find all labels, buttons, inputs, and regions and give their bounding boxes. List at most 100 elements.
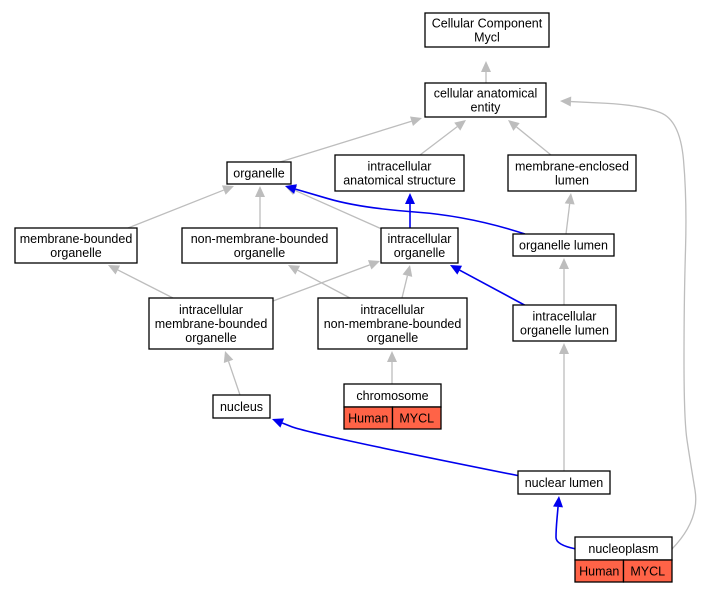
node-label-line: organelle lumen (520, 324, 609, 338)
node-label-line: intracellular (179, 303, 243, 317)
arrowhead-organelle_lumen-to-membrane_enclosed_lumen (564, 193, 575, 205)
annotation-cell (391, 406, 442, 430)
node-box (424, 82, 547, 118)
node-nucleus[interactable]: nucleus (212, 394, 271, 419)
arrowhead-intracellular_organelle_lumen-to-organelle_lumen (559, 258, 569, 269)
node-box (226, 161, 292, 185)
edge-intracellular_non_membrane_bounded_organelle-to-non_membrane_bounded_organelle (297, 269, 351, 299)
node-nuclear-lumen[interactable]: nuclear lumen (517, 470, 611, 495)
node-box (317, 297, 468, 350)
edge-organelle_lumen-to-membrane_enclosed_lumen (565, 203, 571, 235)
node-label-line: lumen (555, 174, 589, 188)
node-label-line: nucleoplasm (588, 542, 658, 556)
node-label-line: intracellular (533, 310, 597, 324)
arrowhead-nuclear_lumen-to-intracellular_organelle_lumen (559, 343, 569, 354)
edge-nuclear_lumen-to-nucleus (281, 422, 521, 477)
edge-intracellular_membrane_bounded_organelle-to-intracellular_organelle (272, 264, 370, 302)
node-box (212, 394, 271, 419)
node-label-line: membrane-bounded (20, 232, 133, 246)
node-box (334, 154, 465, 192)
node-label-line: chromosome (356, 389, 428, 403)
edge-intracellular_membrane_bounded_organelle-to-membrane_bounded_organelle (117, 269, 174, 299)
arrowhead-intracellular_organelle-to-intracellular_anatomical_structure (405, 193, 415, 204)
node-box (517, 470, 611, 495)
arrowhead-non_membrane_bounded_organelle-to-organelle (255, 186, 265, 197)
node-box (512, 304, 617, 342)
node-label-line: organelle (50, 246, 101, 260)
node-intracellular-non-membrane-bounded-organelle[interactable]: intracellularnon-membrane-boundedorganel… (317, 297, 468, 350)
node-label-line: nuclear lumen (525, 476, 604, 490)
node-organelle-lumen[interactable]: organelle lumen (512, 233, 615, 257)
edges-layer (108, 61, 697, 550)
node-label-line: anatomical structure (343, 174, 456, 188)
edge-membrane_enclosed_lumen-to-cellular_anatomical_entity (516, 126, 552, 156)
node-organelle[interactable]: organelle (226, 161, 292, 185)
node-box (507, 154, 637, 192)
edge-organelle_lumen-to-organelle (295, 188, 526, 235)
node-box (380, 227, 459, 264)
arrowhead-organelle-to-cellular_anatomical_entity (410, 116, 422, 127)
node-label-line: organelle (233, 167, 284, 181)
edge-intracellular_organelle_lumen-to-intracellular_organelle (459, 269, 531, 309)
edge-nucleoplasm-to-cellular_anatomical_entity (570, 100, 697, 550)
edge-intracellular_organelle-to-organelle (294, 189, 385, 231)
node-box (181, 227, 338, 264)
node-label-line: organelle (394, 246, 445, 260)
edge-nucleus-to-intracellular_membrane_bounded_organelle (227, 361, 241, 396)
node-label-line: intracellular (368, 160, 432, 174)
arrowhead-intracellular_organelle_lumen-to-intracellular_organelle (450, 265, 463, 275)
edge-intracellular_anatomical_structure-to-cellular_anatomical_entity (419, 126, 458, 156)
annotation-label: Human (579, 565, 619, 579)
node-label-line: membrane-bounded (155, 317, 268, 331)
node-label-line: non-membrane-bounded (191, 232, 329, 246)
edge-intracellular_non_membrane_bounded_organelle-to-intracellular_organelle (401, 275, 409, 299)
arrowhead-intracellular_membrane_bounded_organelle-to-membrane_bounded_organelle (108, 265, 121, 275)
node-label-line: Mycl (474, 31, 500, 45)
edge-nucleoplasm-to-nuclear_lumen (555, 506, 577, 550)
arrowhead-nucleoplasm-to-nuclear_lumen (553, 496, 564, 508)
node-box (14, 227, 138, 264)
annotation-cell (622, 559, 673, 583)
annotation-label: Human (348, 412, 388, 426)
arrowhead-nuclear_lumen-to-nucleus (272, 418, 285, 428)
arrowhead-cellular_anatomical_entity-to-cellular_component (481, 61, 491, 72)
arrowhead-organelle_lumen-to-organelle (285, 184, 297, 194)
node-box (148, 297, 274, 350)
arrowhead-intracellular_non_membrane_bounded_organelle-to-non_membrane_bounded_organelle (288, 265, 301, 275)
arrowhead-membrane_enclosed_lumen-to-cellular_anatomical_entity (508, 120, 520, 131)
node-label-line: cellular anatomical (434, 87, 538, 101)
node-label-line: organelle lumen (519, 239, 608, 253)
arrowhead-intracellular_non_membrane_bounded_organelle-to-intracellular_organelle (402, 265, 413, 277)
node-label-line: non-membrane-bounded (324, 317, 462, 331)
node-label-line: nucleus (220, 400, 263, 414)
node-label-line: membrane-enclosed (515, 160, 629, 174)
node-box (424, 12, 550, 48)
edge-membrane_bounded_organelle-to-organelle (127, 189, 225, 229)
annotation-label: MYCL (399, 412, 434, 426)
arrowhead-nucleus-to-intracellular_membrane_bounded_organelle (223, 351, 234, 364)
node-label-line: entity (471, 101, 502, 115)
node-label-line: organelle (234, 246, 285, 260)
node-label-line: Cellular Component (432, 17, 543, 31)
node-label-line: intracellular (361, 303, 425, 317)
node-label-line: organelle (185, 331, 236, 345)
node-label-line: organelle (367, 331, 418, 345)
arrowhead-nucleoplasm-to-cellular_anatomical_entity (560, 96, 572, 107)
node-box (512, 233, 615, 257)
edge-organelle-to-cellular_anatomical_entity (279, 120, 412, 163)
annotation-label: MYCL (630, 565, 665, 579)
arrowhead-intracellular_membrane_bounded_organelle-to-intracellular_organelle (367, 260, 380, 270)
